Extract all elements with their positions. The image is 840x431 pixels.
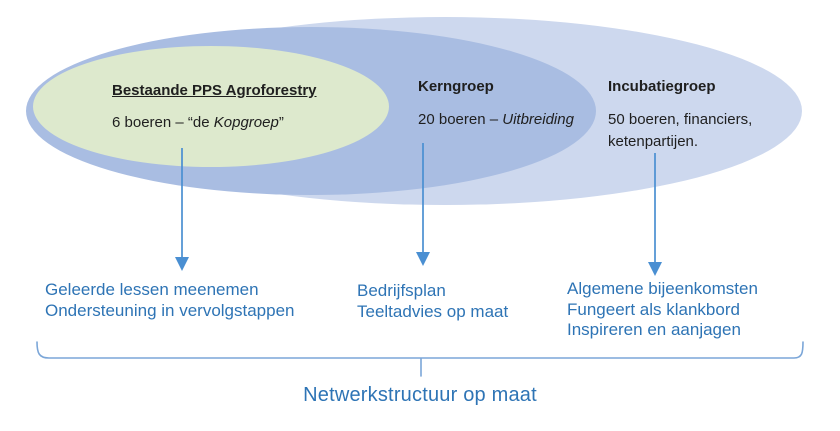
- outcome-line: Geleerde lessen meenemen: [45, 280, 259, 299]
- kopgroep-title: Bestaande PPS Agroforestry: [112, 82, 317, 99]
- kerngroep-title: Kerngroep: [418, 78, 494, 95]
- diagram-caption: Netwerkstructuur op maat: [303, 384, 537, 406]
- kopgroep-subtitle-italic: Kopgroep: [213, 114, 279, 131]
- kopgroep-subtitle: 6 boeren – “de Kopgroep”: [112, 114, 284, 131]
- kopgroep-subtitle-prefix: 6 boeren – “de: [112, 114, 214, 131]
- incubatiegroep-outcomes: Algemene bijeenkomsten Fungeert als klan…: [567, 279, 758, 341]
- bottom-brace: [36, 341, 804, 377]
- incubatiegroep-title: Incubatiegroep: [608, 78, 716, 95]
- incubatiegroep-line2: ketenpartijen.: [608, 133, 699, 150]
- outcome-line: Algemene bijeenkomsten: [567, 279, 758, 298]
- kerngroep-outcomes: Bedrijfsplan Teeltadvies op maat: [357, 281, 508, 322]
- kerngroep-subtitle-italic: Uitbreiding: [502, 111, 574, 128]
- outcome-line: Teeltadvies op maat: [357, 301, 509, 321]
- kopgroep-subtitle-suffix: ”: [278, 114, 284, 131]
- outcome-line: Inspireren en aanjagen: [567, 320, 741, 339]
- outcome-line: Fungeert als klankbord: [567, 299, 740, 319]
- kopgroep-outcomes: Geleerde lessen meenemen Ondersteuning i…: [45, 280, 295, 321]
- kerngroep-subtitle: 20 boeren – Uitbreiding: [418, 111, 574, 128]
- outcome-line: Bedrijfsplan: [357, 281, 446, 300]
- outcome-line: Ondersteuning in vervolgstappen: [45, 300, 295, 320]
- incubatiegroep-line1: 50 boeren, financiers,: [608, 111, 753, 128]
- kopgroep-ellipse: [33, 46, 389, 167]
- kerngroep-subtitle-prefix: 20 boeren –: [418, 111, 503, 128]
